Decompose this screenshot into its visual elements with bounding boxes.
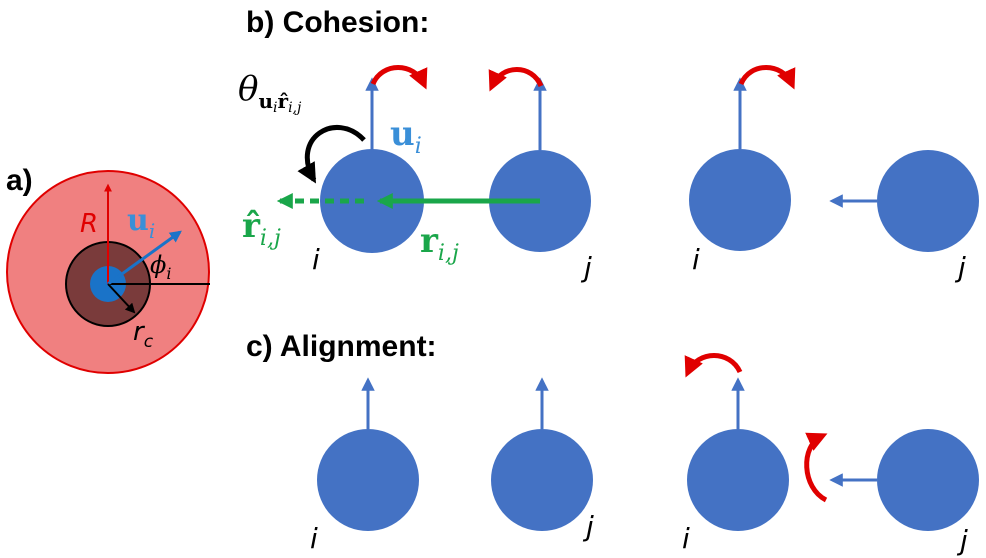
velocity-label-a: ui xyxy=(127,203,155,243)
panel-b-label: b) Cohesion: xyxy=(246,6,429,39)
cohesion-scene-2: i j xyxy=(689,65,979,284)
particle-j-label-c2: j xyxy=(956,524,968,557)
particle-i xyxy=(320,149,424,253)
core-radius-arrow xyxy=(107,283,136,314)
particle-j-label-b1: j xyxy=(580,251,592,284)
particle-j xyxy=(877,429,979,531)
velocity-label-b: ui xyxy=(390,114,422,159)
particle-j-label-b2: j xyxy=(954,251,966,284)
core-radius-label: rc xyxy=(133,317,154,352)
panel-c-label: c) Alignment: xyxy=(246,330,437,363)
panel-a-label: a) xyxy=(6,164,33,197)
unit-vector-label: r̂i,j xyxy=(242,206,281,251)
particle-i xyxy=(689,149,791,251)
particle-j xyxy=(491,429,593,531)
alignment-scene-1: i j xyxy=(310,377,594,555)
alignment-scene-2: i j xyxy=(682,353,979,557)
particle-i-label-b1: i xyxy=(312,243,320,276)
particle-i xyxy=(317,429,419,531)
particle-i-label-c2: i xyxy=(682,522,690,555)
particle-i-label-c1: i xyxy=(310,522,318,555)
theta-label: θuir̂i,j xyxy=(238,69,302,116)
distance-label: ri,j xyxy=(420,221,459,266)
rotation-arrow-counterclockwise xyxy=(488,67,544,92)
interaction-zone: R ui ϕi rc xyxy=(6,170,210,374)
cohesion-scene-1: θuir̂i,j ui r̂i,j ri,j i j xyxy=(238,65,592,284)
particle-i xyxy=(687,429,789,531)
particle-j xyxy=(877,150,979,252)
particle-i-label-b2: i xyxy=(692,243,700,276)
angle-arrow xyxy=(297,125,366,184)
angle-label: ϕi xyxy=(150,251,171,283)
rotation-arrow-clockwise xyxy=(370,65,428,90)
rotation-arrow-clockwise xyxy=(738,65,796,90)
rotation-arrow-clockwise xyxy=(804,432,828,503)
rotation-arrow-counterclockwise xyxy=(684,353,743,378)
particle-j-label-c1: j xyxy=(582,510,594,543)
radius-label: R xyxy=(80,209,98,239)
velocity-arrow-a xyxy=(107,230,182,286)
